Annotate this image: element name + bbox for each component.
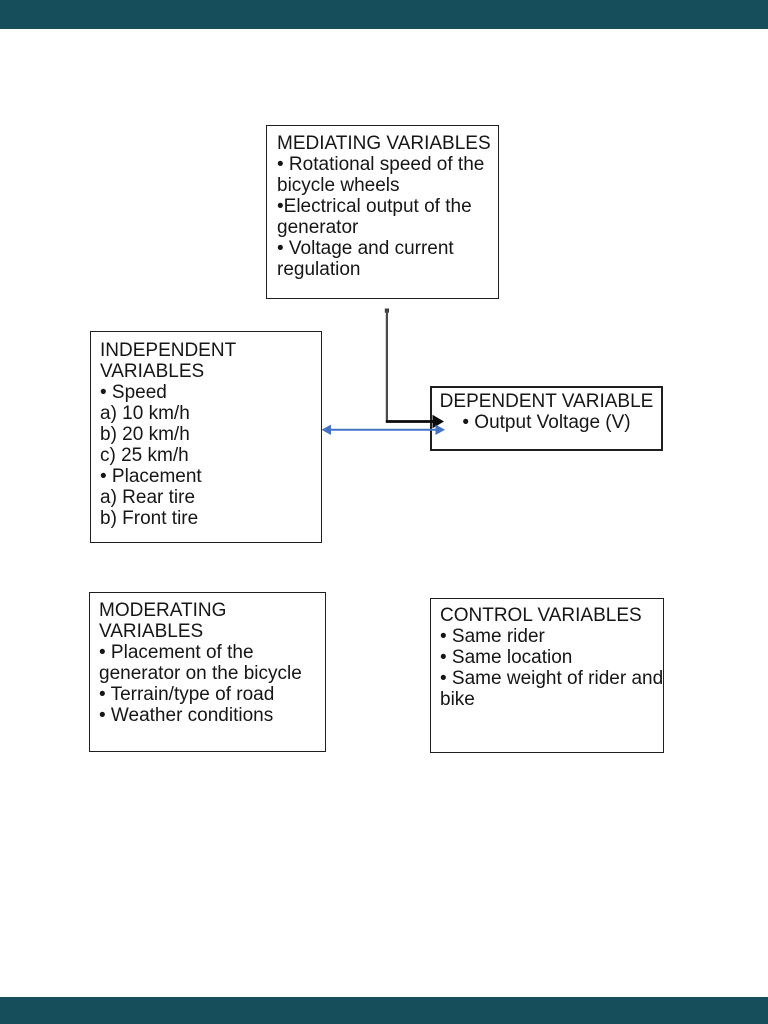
viewer-bottom-bar (0, 997, 768, 1024)
text-line: • Same rider (440, 626, 545, 647)
mediating-variables-box: MEDIATING VARIABLES • Rotational speed o… (266, 125, 499, 299)
text-line: • Speed (100, 382, 167, 403)
text-line: •Electrical output of the (277, 196, 472, 217)
text-line: • Output Voltage (V) (462, 412, 631, 433)
independent-dependent-double-arrow (321, 424, 445, 435)
box-title: INDEPENDENT (100, 340, 237, 361)
box-title: MEDIATING VARIABLES (277, 133, 491, 154)
moderating-variables-box: MODERATING VARIABLES • Placement of the … (89, 592, 326, 752)
dependent-variable-box: DEPENDENT VARIABLE • Output Voltage (V) (430, 386, 663, 451)
text-line: b) Front tire (100, 508, 199, 529)
text-line: • Rotational speed of the (277, 154, 485, 175)
text-line: c) 25 km/h (100, 445, 189, 466)
box-title: CONTROL VARIABLES (440, 605, 642, 626)
text-line: bike (440, 689, 475, 710)
document-page: MEDIATING VARIABLES • Rotational speed o… (0, 29, 768, 997)
control-variables-box: CONTROL VARIABLES • Same rider • Same lo… (430, 598, 664, 753)
viewer-top-bar (0, 0, 768, 29)
text-line: • Placement (100, 466, 202, 487)
box-title: VARIABLES (99, 621, 204, 642)
text-line: generator on the bicycle (99, 663, 302, 684)
text-line: regulation (277, 259, 361, 280)
text-line: • Placement of the (99, 642, 254, 663)
box-title: MODERATING (99, 600, 227, 621)
text-line: a) Rear tire (100, 487, 196, 508)
text-line: • Same location (440, 647, 573, 668)
text-line: • Terrain/type of road (99, 684, 275, 705)
text-line: b) 20 km/h (100, 424, 190, 445)
text-line: generator (277, 217, 359, 238)
box-title: VARIABLES (100, 361, 205, 382)
text-line: • Voltage and current (277, 238, 454, 259)
box-title: DEPENDENT VARIABLE (439, 391, 654, 412)
independent-variables-box: INDEPENDENT VARIABLES • Speed a) 10 km/h… (90, 331, 322, 543)
text-line: • Weather conditions (99, 705, 274, 726)
text-line: bicycle wheels (277, 175, 400, 196)
text-line: a) 10 km/h (100, 403, 190, 424)
text-line: • Same weight of rider and (440, 668, 664, 689)
